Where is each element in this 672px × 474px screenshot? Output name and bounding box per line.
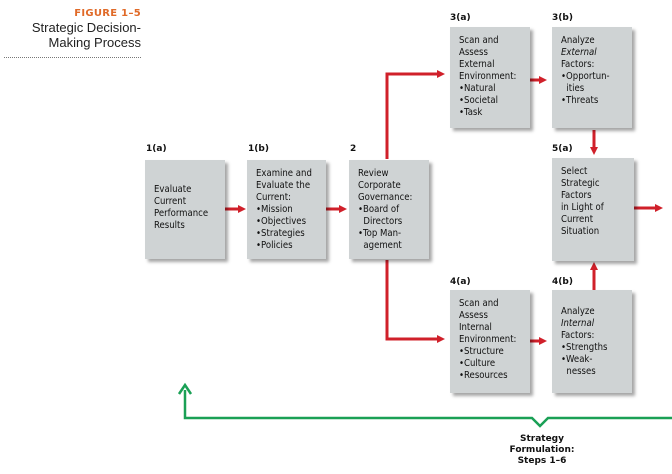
- figure-divider: [4, 57, 141, 58]
- caption-line: Strategy: [519, 434, 564, 444]
- step-box-analyze-internal: Analyze Internal Factors: •Strengths •We…: [552, 290, 632, 393]
- box-line: Environment:: [459, 71, 517, 82]
- box-line: Review: [358, 168, 389, 179]
- box-line: Current: [154, 196, 187, 207]
- figure-title: Strategic Decision- Making Process: [0, 20, 141, 50]
- box-line-emphasis: External: [561, 47, 626, 59]
- box-line: agement: [358, 240, 402, 251]
- step-number-4b: 4(b): [552, 277, 573, 287]
- caption-line: Formulation:: [509, 445, 575, 455]
- box-line: Factors: [561, 190, 592, 201]
- box-line: Select: [561, 166, 588, 177]
- box-line: •Structure: [459, 346, 504, 357]
- formulation-bracket: [183, 390, 672, 428]
- box-line: •Weak-: [561, 354, 593, 365]
- box-line: •Top Man-: [358, 228, 402, 239]
- step-number-5a: 5(a): [552, 144, 573, 154]
- arrow-2-to-4a: [385, 260, 445, 343]
- box-line: Analyze: [561, 306, 595, 317]
- box-line: Examine and: [256, 168, 312, 179]
- step-box-examine-current: Examine and Evaluate the Current: •Missi…: [247, 160, 326, 259]
- box-line: ities: [561, 83, 585, 94]
- box-line: Assess: [459, 47, 488, 58]
- box-line: Governance:: [358, 192, 413, 203]
- step-box-scan-external: Scan and Assess External Environment: •N…: [450, 27, 530, 128]
- caption-line: Steps 1–6: [517, 456, 567, 466]
- box-line: •Objectives: [256, 216, 307, 227]
- box-line: •Strengths: [561, 342, 608, 353]
- box-line: Evaluate: [154, 184, 192, 195]
- box-line: nesses: [561, 366, 596, 377]
- box-line: •Societal: [459, 95, 498, 106]
- step-number-3b: 3(b): [552, 13, 573, 23]
- box-line: •Threats: [561, 95, 599, 106]
- box-line: •Task: [459, 107, 483, 118]
- box-line: Performance: [154, 208, 209, 219]
- step-number-1b: 1(b): [248, 144, 269, 154]
- box-line: •Mission: [256, 204, 293, 215]
- figure-title-line: Making Process: [48, 35, 141, 50]
- step-box-evaluate-performance: Evaluate Current Performance Results: [145, 160, 225, 259]
- box-line: Strategic: [561, 178, 600, 189]
- box-line: •Board of: [358, 204, 400, 215]
- box-line: Factors:: [561, 59, 595, 70]
- emphasis-text: External: [561, 47, 597, 58]
- box-line: Scan and: [459, 298, 499, 309]
- box-line: Evaluate the: [256, 180, 311, 191]
- box-line: in Light of: [561, 202, 604, 213]
- box-line: Environment:: [459, 334, 517, 345]
- box-line: •Resources: [459, 370, 508, 381]
- box-line: Corporate: [358, 180, 401, 191]
- step-box-scan-internal: Scan and Assess Internal Environment: •S…: [450, 290, 530, 393]
- step-number-3a: 3(a): [450, 13, 471, 23]
- emphasis-text: Internal: [561, 318, 595, 329]
- box-line: •Opportun-: [561, 71, 610, 82]
- figure-title-line: Strategic Decision-: [31, 20, 141, 35]
- box-line: Results: [154, 220, 185, 231]
- box-line: •Culture: [459, 358, 496, 369]
- step-box-corporate-governance: Review Corporate Governance: •Board of D…: [349, 160, 429, 259]
- bracket-caption: Strategy Formulation: Steps 1–6: [500, 434, 584, 467]
- arrow-2-to-3a: [385, 70, 445, 159]
- box-line: Current:: [256, 192, 291, 203]
- step-number-4a: 4(a): [450, 277, 471, 287]
- box-line: Assess: [459, 310, 488, 321]
- step-number-2: 2: [350, 144, 357, 154]
- box-line: Internal: [459, 322, 492, 333]
- box-line: Directors: [358, 216, 403, 227]
- bracket-arrowhead: [177, 382, 193, 395]
- box-line: •Strategies: [256, 228, 305, 239]
- box-line-emphasis: Internal: [561, 318, 626, 330]
- box-line: Current: [561, 214, 594, 225]
- step-number-1a: 1(a): [146, 144, 167, 154]
- box-line: •Natural: [459, 83, 496, 94]
- step-box-analyze-external: Analyze External Factors: •Opportun- iti…: [552, 27, 632, 128]
- box-line: Scan and: [459, 35, 499, 46]
- step-box-select-strategic-factors: Select Strategic Factors in Light of Cur…: [552, 158, 634, 261]
- box-line: Factors:: [561, 330, 595, 341]
- box-line: Situation: [561, 226, 600, 237]
- box-line: Analyze: [561, 35, 595, 46]
- figure-label: FIGURE 1–5: [74, 8, 141, 19]
- box-line: •Policies: [256, 240, 293, 251]
- box-line: External: [459, 59, 495, 70]
